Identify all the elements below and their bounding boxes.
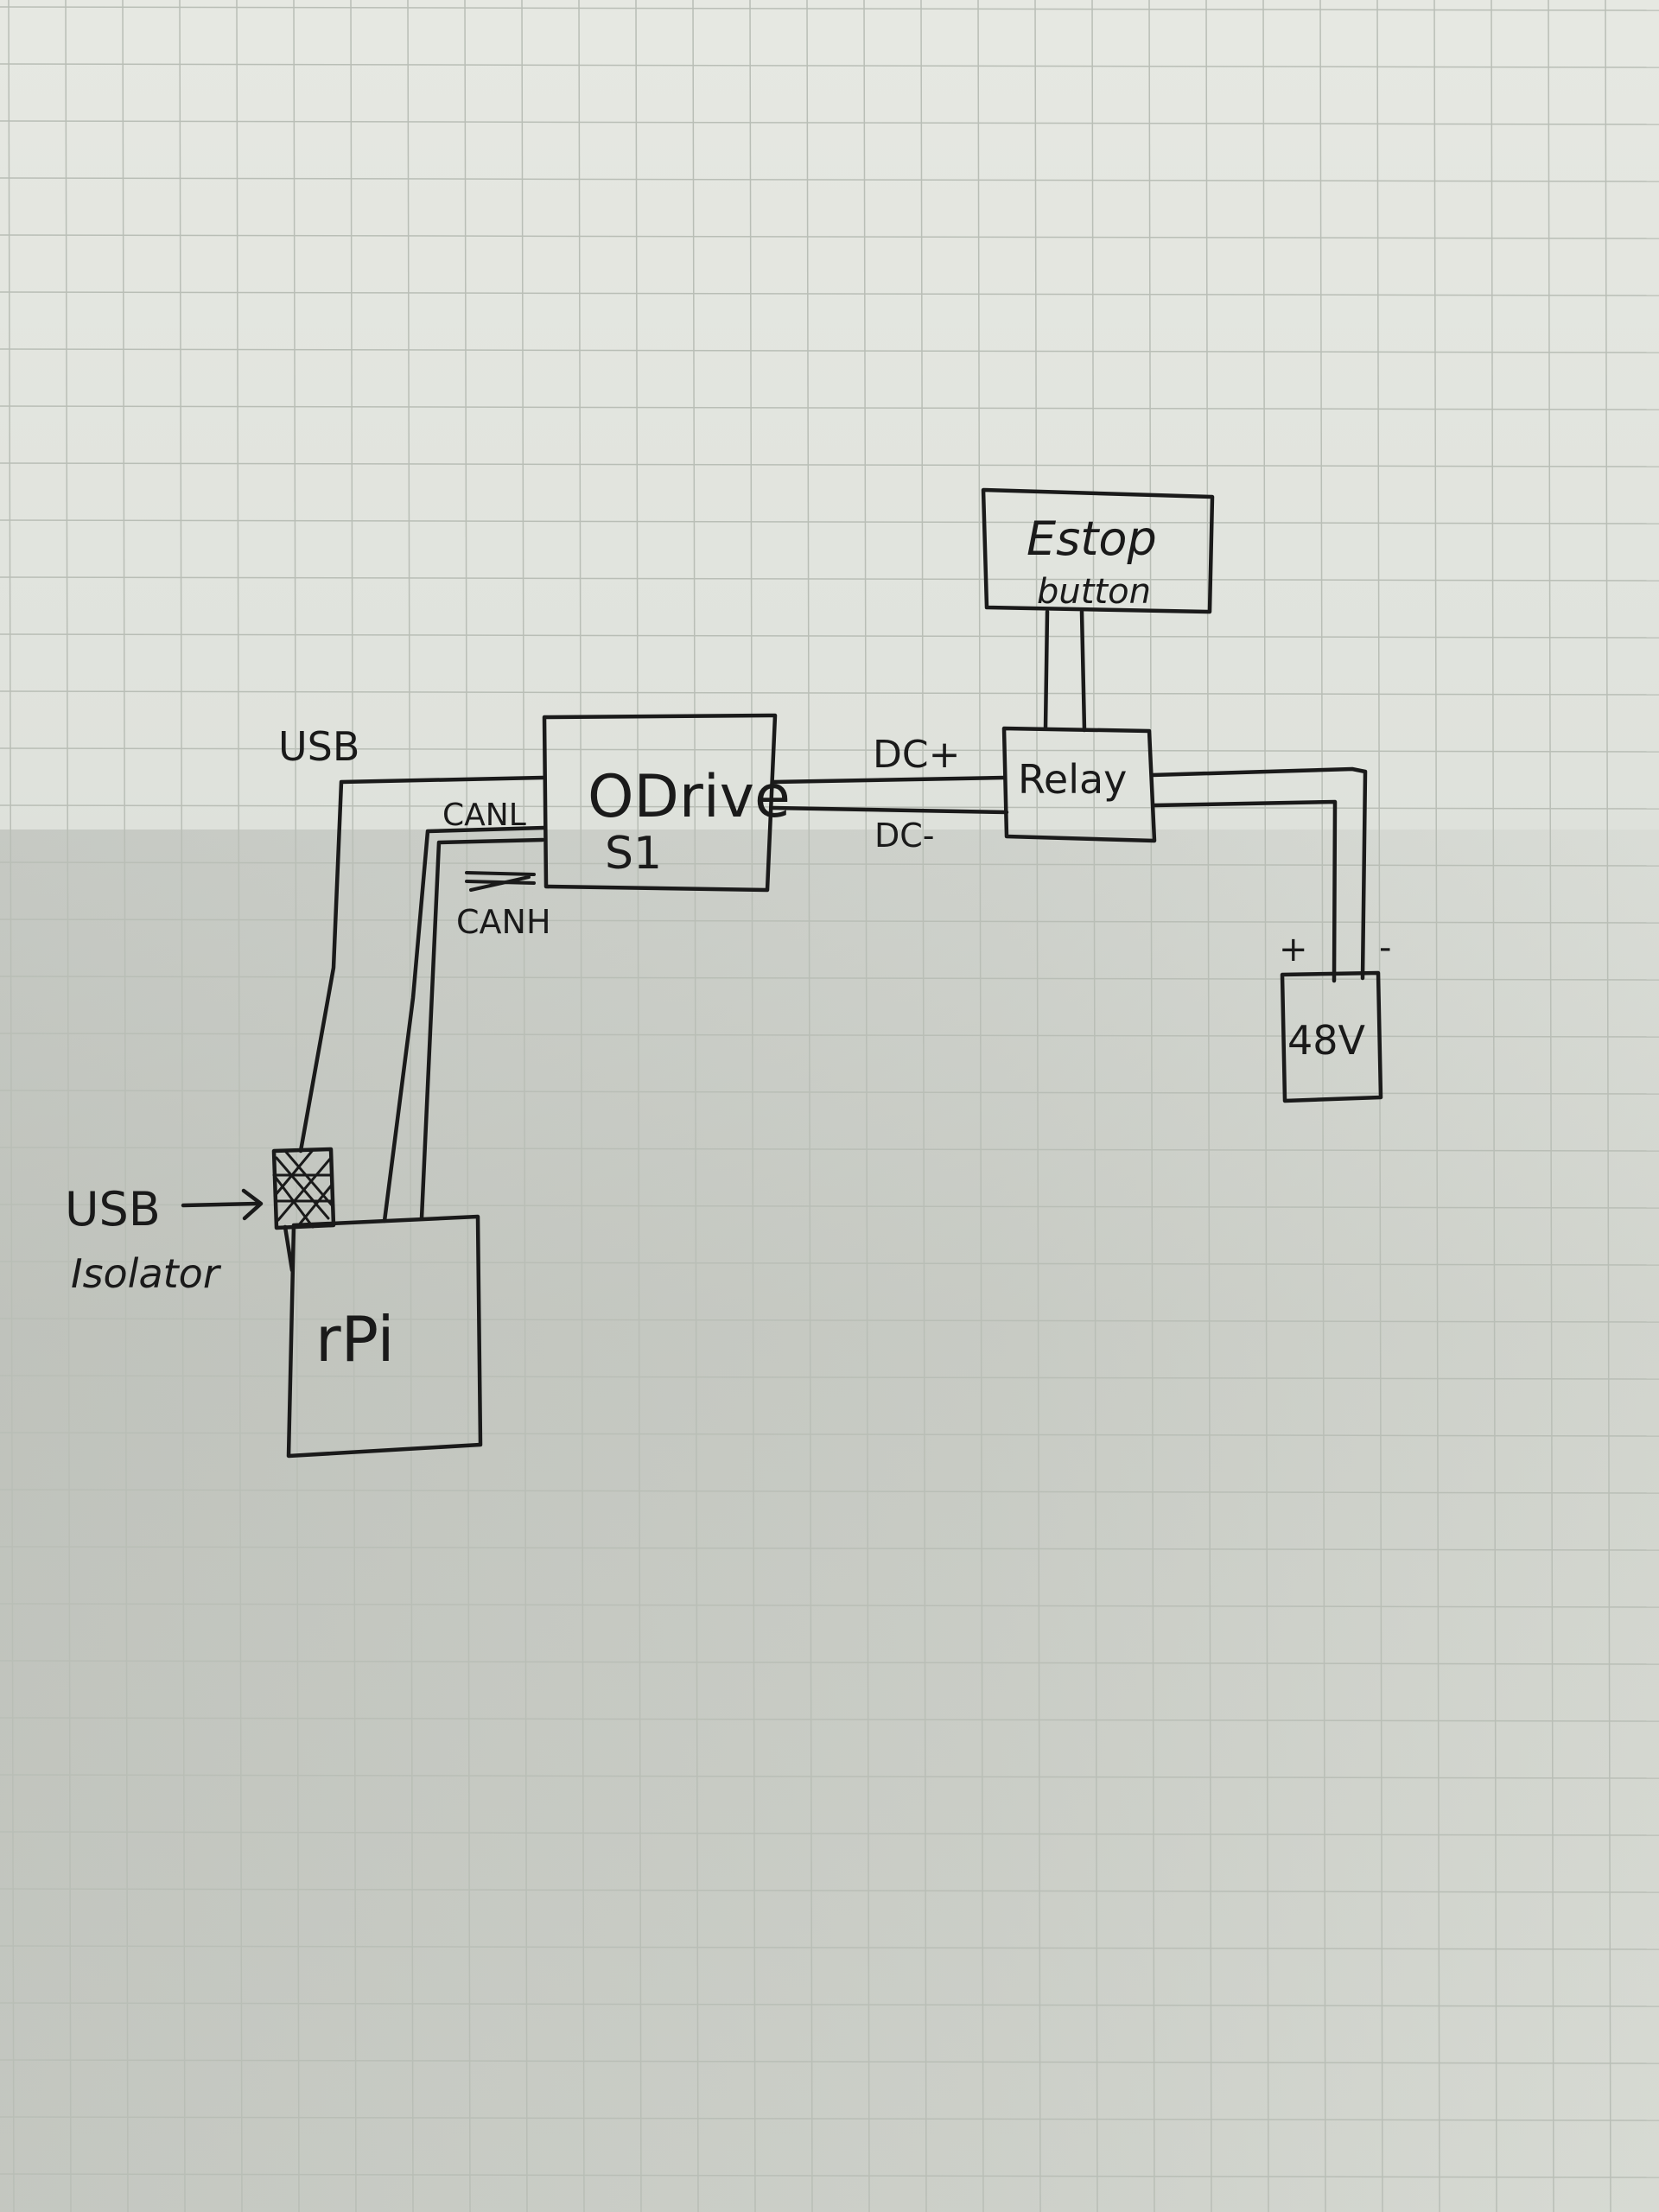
usb-label: USB (278, 723, 359, 770)
odrive-box (542, 713, 778, 893)
isolator-arrow (181, 1188, 264, 1221)
canl-label: CANL (442, 798, 526, 833)
crossed-out-text (465, 871, 536, 892)
battery-plus-wire (1152, 799, 1338, 983)
estop-button-label: button (1037, 572, 1151, 612)
canh-label: CANH (456, 903, 551, 941)
isolator-label-line1: USB (65, 1182, 161, 1236)
rpi-box (286, 1214, 483, 1459)
dc-plus-wire (771, 775, 1007, 785)
estop-box (981, 487, 1215, 614)
odrive-label: ODrive (588, 763, 791, 831)
dc-minus-wire (771, 805, 1009, 815)
usb-isolator-block (271, 1147, 336, 1230)
battery-minus-label: - (1379, 928, 1391, 968)
canl-wire (382, 825, 547, 1224)
isolator-wire (283, 1224, 295, 1273)
battery-minus-wire (1149, 766, 1368, 981)
odrive-model-label: S1 (605, 828, 662, 880)
relay-box (1001, 726, 1157, 843)
canh-wire (419, 837, 545, 1221)
battery-box (1280, 970, 1383, 1103)
relay-label: Relay (1018, 756, 1127, 803)
battery-plus-label: + (1279, 930, 1308, 969)
usb-wire (298, 775, 545, 1154)
battery-label: 48V (1287, 1017, 1366, 1064)
estop-wire-a (1043, 609, 1050, 731)
rpi-label: rPi (315, 1303, 394, 1376)
estop-wire-b (1079, 609, 1087, 733)
dc-plus-label: DC+ (873, 733, 960, 777)
estop-label: Estop (1027, 512, 1157, 566)
isolator-label-line2: Isolator (71, 1250, 222, 1297)
dc-minus-label: DC- (874, 817, 935, 855)
